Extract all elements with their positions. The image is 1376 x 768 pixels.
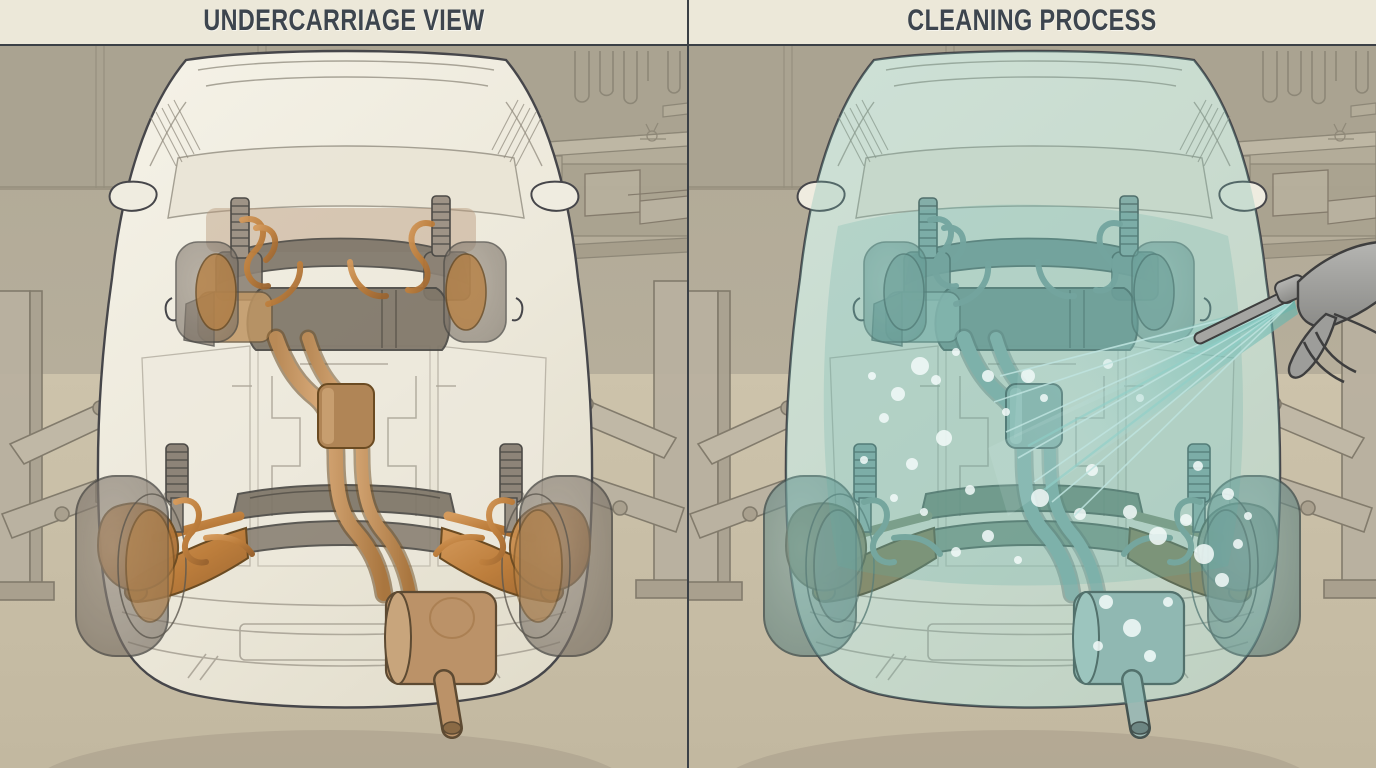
wheel-front-left	[763, 475, 875, 657]
spray-fan	[988, 298, 1298, 517]
mirror-right	[1218, 180, 1268, 212]
strut-rear-left	[230, 197, 250, 259]
title-bar-right: CLEANING PROCESS	[688, 0, 1376, 46]
wheel-front-right	[1189, 475, 1301, 657]
undercarriage-dirty-svg	[0, 46, 688, 768]
car-body	[96, 49, 594, 709]
strut-rear-right	[431, 195, 451, 257]
strut-rear-left	[918, 197, 938, 259]
wheel-front-left	[75, 475, 187, 657]
wheel-rear-left	[175, 241, 239, 343]
workbench	[547, 51, 688, 261]
scene-left	[0, 46, 688, 768]
wheel-front-right	[501, 475, 613, 657]
wheel-rear-right	[443, 241, 507, 343]
panel-title-left: UNDERCARRIAGE VIEW	[203, 4, 485, 37]
scene-right	[688, 46, 1376, 768]
mirror-left	[108, 180, 158, 212]
mirror-right	[530, 180, 580, 212]
panel-undercarriage-view: UNDERCARRIAGE VIEW	[0, 0, 688, 768]
strut-front-left	[165, 443, 189, 533]
brake-lines-rear	[239, 216, 435, 307]
strut-front-right	[1187, 443, 1211, 533]
wheel-rear-right	[1131, 241, 1195, 343]
pressure-washer-gun	[1193, 241, 1376, 384]
brake-lines-front	[861, 497, 1203, 566]
panel-title-right: CLEANING PROCESS	[907, 4, 1157, 37]
wheel-rear-left	[863, 241, 927, 343]
undercarriage-cleaning-svg	[688, 46, 1376, 768]
title-bar-left: UNDERCARRIAGE VIEW	[0, 0, 688, 46]
mirror-left	[796, 180, 846, 212]
brake-lines-front	[173, 497, 515, 566]
exhaust-system	[266, 328, 498, 739]
brake-lines-rear	[927, 216, 1123, 307]
panel-cleaning-process: CLEANING PROCESS	[688, 0, 1376, 768]
panel-divider	[687, 0, 689, 768]
gun-grip	[1287, 312, 1338, 379]
